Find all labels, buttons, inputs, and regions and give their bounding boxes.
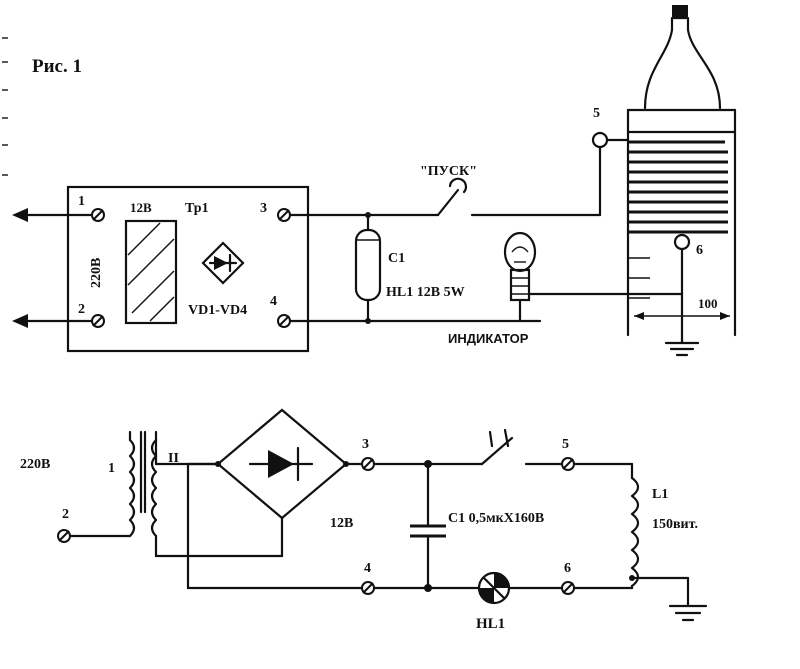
pin-label-6: 6 bbox=[696, 243, 703, 258]
left-edge-marks bbox=[2, 37, 8, 176]
lamp-hl1 bbox=[503, 231, 684, 323]
rectifier-bridge bbox=[201, 241, 245, 285]
indicator-label: ИНДИКАТОР bbox=[448, 331, 529, 346]
mains-voltage-label: 220В bbox=[89, 258, 104, 288]
pin-label-6-bottom: 6 bbox=[564, 561, 571, 576]
terminal-3 bbox=[277, 208, 291, 222]
terminal-5-bottom bbox=[561, 457, 575, 471]
terminal-6 bbox=[673, 233, 691, 251]
transformer-core bbox=[124, 219, 178, 325]
rectifier-bridge-bottom bbox=[186, 408, 349, 590]
start-switch-bottom bbox=[480, 428, 564, 466]
lamp-label: HL1 12В 5W bbox=[386, 285, 465, 300]
start-button bbox=[436, 177, 602, 217]
start-button-label: "ПУСК" bbox=[420, 164, 477, 179]
dimension-line bbox=[634, 312, 730, 320]
pin-label-3-bottom: 3 bbox=[362, 437, 369, 452]
pin-label-5: 5 bbox=[593, 106, 600, 121]
rectifier-label: VD1-VD4 bbox=[188, 303, 247, 318]
winding-label-1: 1 bbox=[108, 461, 115, 476]
mains-arrow-1 bbox=[12, 208, 94, 222]
pin-label-4: 4 bbox=[270, 294, 277, 309]
bottom-diagram: 220В 1 II 2 bbox=[20, 408, 708, 632]
capacitor-c1-top bbox=[354, 212, 382, 324]
coil-turns-label: 150вит. bbox=[652, 517, 698, 532]
ground-symbol-top bbox=[664, 341, 700, 357]
terminal-2-bottom bbox=[57, 529, 71, 543]
terminal-4-bottom bbox=[361, 581, 375, 595]
secondary-voltage-label-bottom: 12В bbox=[330, 516, 353, 531]
pin-label-4-bottom: 4 bbox=[364, 561, 371, 576]
ground-symbol-bottom bbox=[668, 604, 708, 622]
terminal-4 bbox=[277, 314, 291, 328]
secondary-voltage-label: 12В bbox=[130, 200, 152, 215]
mains-arrow-2 bbox=[12, 314, 94, 328]
top-diagram: Рис. 1 1 2 3 4 220В 12В bbox=[2, 5, 737, 357]
terminal-3-bottom bbox=[361, 457, 375, 471]
transformer-windings bbox=[68, 430, 284, 558]
pin-label-1: 1 bbox=[78, 194, 85, 209]
lamp-label-bottom: HL1 bbox=[476, 616, 505, 632]
pin-label-5-bottom: 5 bbox=[562, 437, 569, 452]
coil-name-label: L1 bbox=[652, 487, 668, 502]
terminal-6-bottom bbox=[561, 581, 575, 595]
terminal-5 bbox=[591, 131, 609, 149]
winding-label-2: II bbox=[168, 451, 179, 466]
terminal-1 bbox=[91, 208, 105, 222]
pin-label-3: 3 bbox=[260, 201, 267, 216]
figure-title: Рис. 1 bbox=[32, 56, 82, 77]
capacitor-label-bottom: С1 0,5мкХ160В bbox=[448, 511, 544, 526]
coil-l1 bbox=[629, 462, 690, 608]
pin-label-2: 2 bbox=[78, 302, 85, 317]
pin-label-2-bottom: 2 bbox=[62, 507, 69, 522]
transformer-label: Тр1 bbox=[185, 201, 209, 216]
terminal-2 bbox=[91, 314, 105, 328]
dimension-label: 100 bbox=[698, 296, 718, 311]
mains-voltage-label-bottom: 220В bbox=[20, 457, 50, 472]
power-supply-box bbox=[66, 185, 310, 353]
capacitor-label: С1 bbox=[388, 251, 405, 266]
capacitor-c1-bottom bbox=[410, 460, 446, 592]
bottle-with-coil bbox=[626, 5, 737, 337]
lamp-hl1-bottom bbox=[477, 571, 511, 605]
